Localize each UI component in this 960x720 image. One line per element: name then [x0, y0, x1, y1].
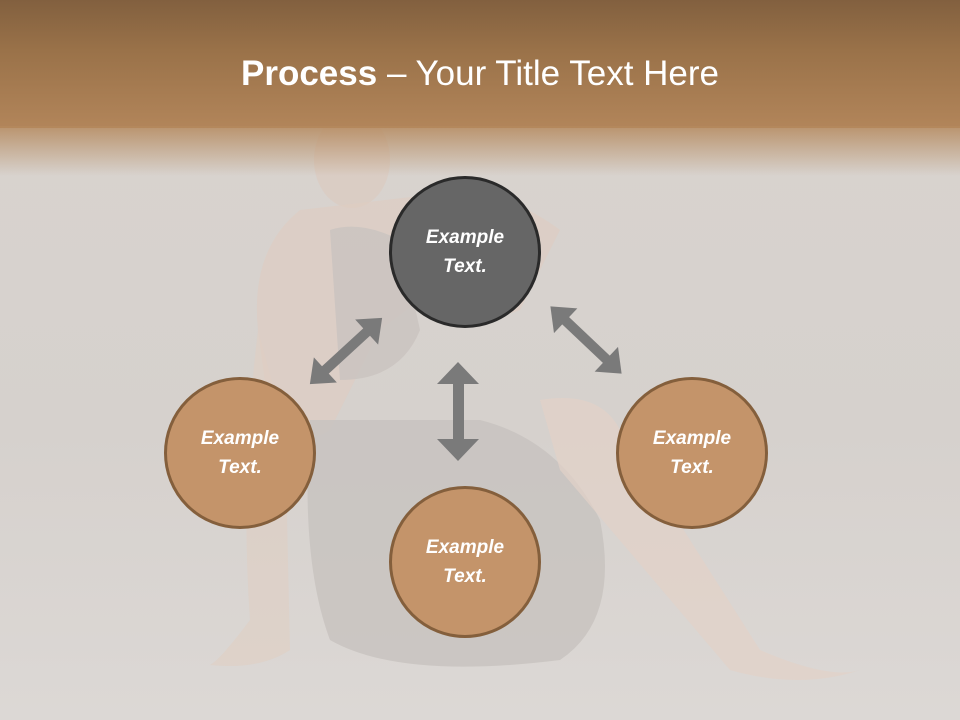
- node-text-line1: Example: [652, 428, 732, 449]
- process-node-left[interactable]: Example Text.: [164, 377, 316, 529]
- header-band: [0, 0, 960, 128]
- title-bold: Process: [241, 54, 378, 93]
- node-text-line1: Example: [425, 227, 505, 248]
- process-node-right[interactable]: Example Text.: [616, 377, 768, 529]
- node-text-line2: Text.: [443, 566, 487, 587]
- process-node-top[interactable]: Example Text.: [389, 176, 541, 328]
- node-text-line1: Example: [200, 428, 280, 449]
- title-rest: – Your Title Text Here: [377, 54, 719, 93]
- node-text-line2: Text.: [670, 457, 714, 478]
- header-fade: [0, 126, 960, 176]
- slide-title: Process – Your Title Text Here: [0, 52, 960, 96]
- node-text-line2: Text.: [218, 457, 262, 478]
- process-node-bottom[interactable]: Example Text.: [389, 486, 541, 638]
- node-text-line1: Example: [425, 537, 505, 558]
- node-text-line2: Text.: [443, 256, 487, 277]
